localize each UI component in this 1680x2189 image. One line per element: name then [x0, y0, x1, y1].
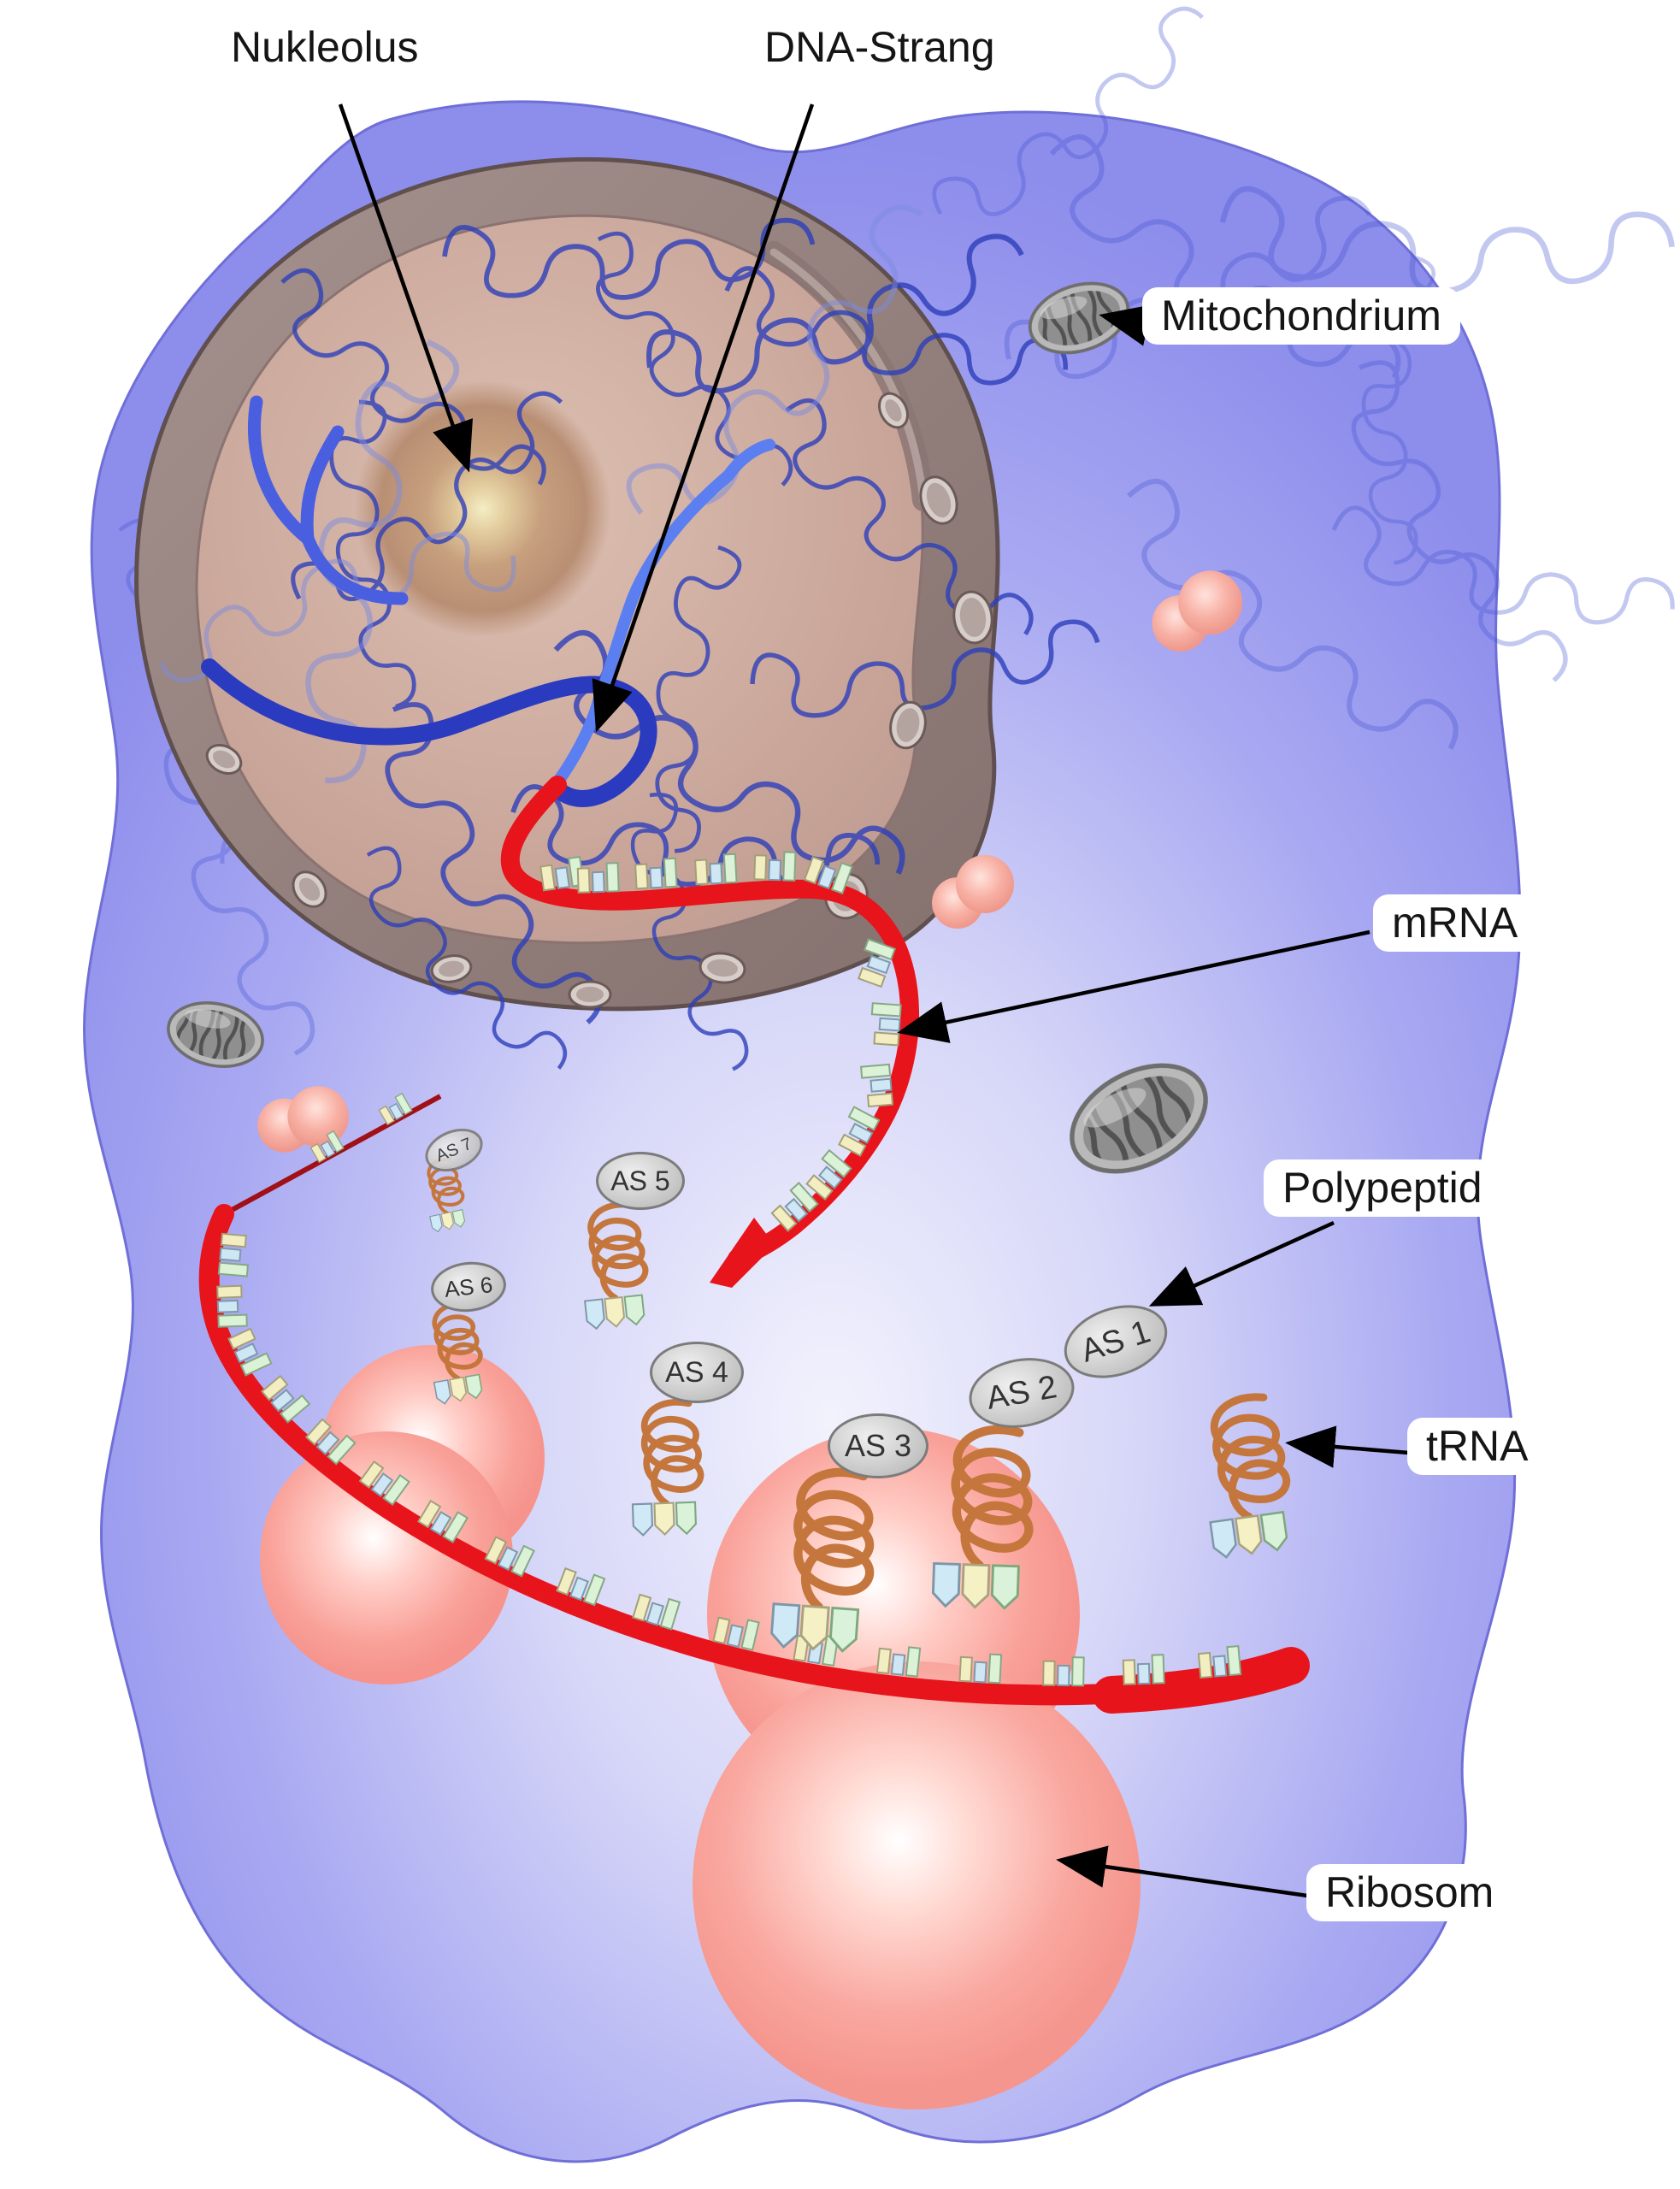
- amino-acid-label: AS 6: [443, 1271, 494, 1302]
- amino-acid-as5: AS 5: [596, 1152, 685, 1210]
- nucleus: [134, 95, 1099, 1071]
- label-ribosom: Ribosom: [1306, 1864, 1513, 1921]
- amino-acid-label: AS 1: [1076, 1313, 1155, 1370]
- nucleolus: [355, 381, 611, 637]
- label-mitochondrium: Mitochondrium: [1142, 287, 1460, 345]
- label-nukleolus: Nukleolus: [212, 19, 438, 76]
- amino-acid-label: AS 7: [433, 1134, 475, 1165]
- annotation-arrows: [338, 103, 1420, 1899]
- amino-acid-label: AS 4: [665, 1355, 728, 1389]
- amino-acid-label: AS 5: [610, 1165, 670, 1196]
- mrna-strand: [198, 776, 1310, 1714]
- label-trna: tRNA: [1407, 1418, 1547, 1475]
- amino-acid-label: AS 3: [844, 1428, 912, 1463]
- amino-acid-as4: AS 4: [650, 1342, 744, 1403]
- amino-acid-label: AS 2: [983, 1368, 1060, 1417]
- label-dna-strang: DNA-Strang: [746, 19, 1014, 76]
- dna-strand: [201, 395, 775, 807]
- label-mrna: mRNA: [1373, 894, 1537, 952]
- amino-acid-as3: AS 3: [828, 1413, 928, 1478]
- label-polypeptid: Polypeptid: [1264, 1159, 1501, 1217]
